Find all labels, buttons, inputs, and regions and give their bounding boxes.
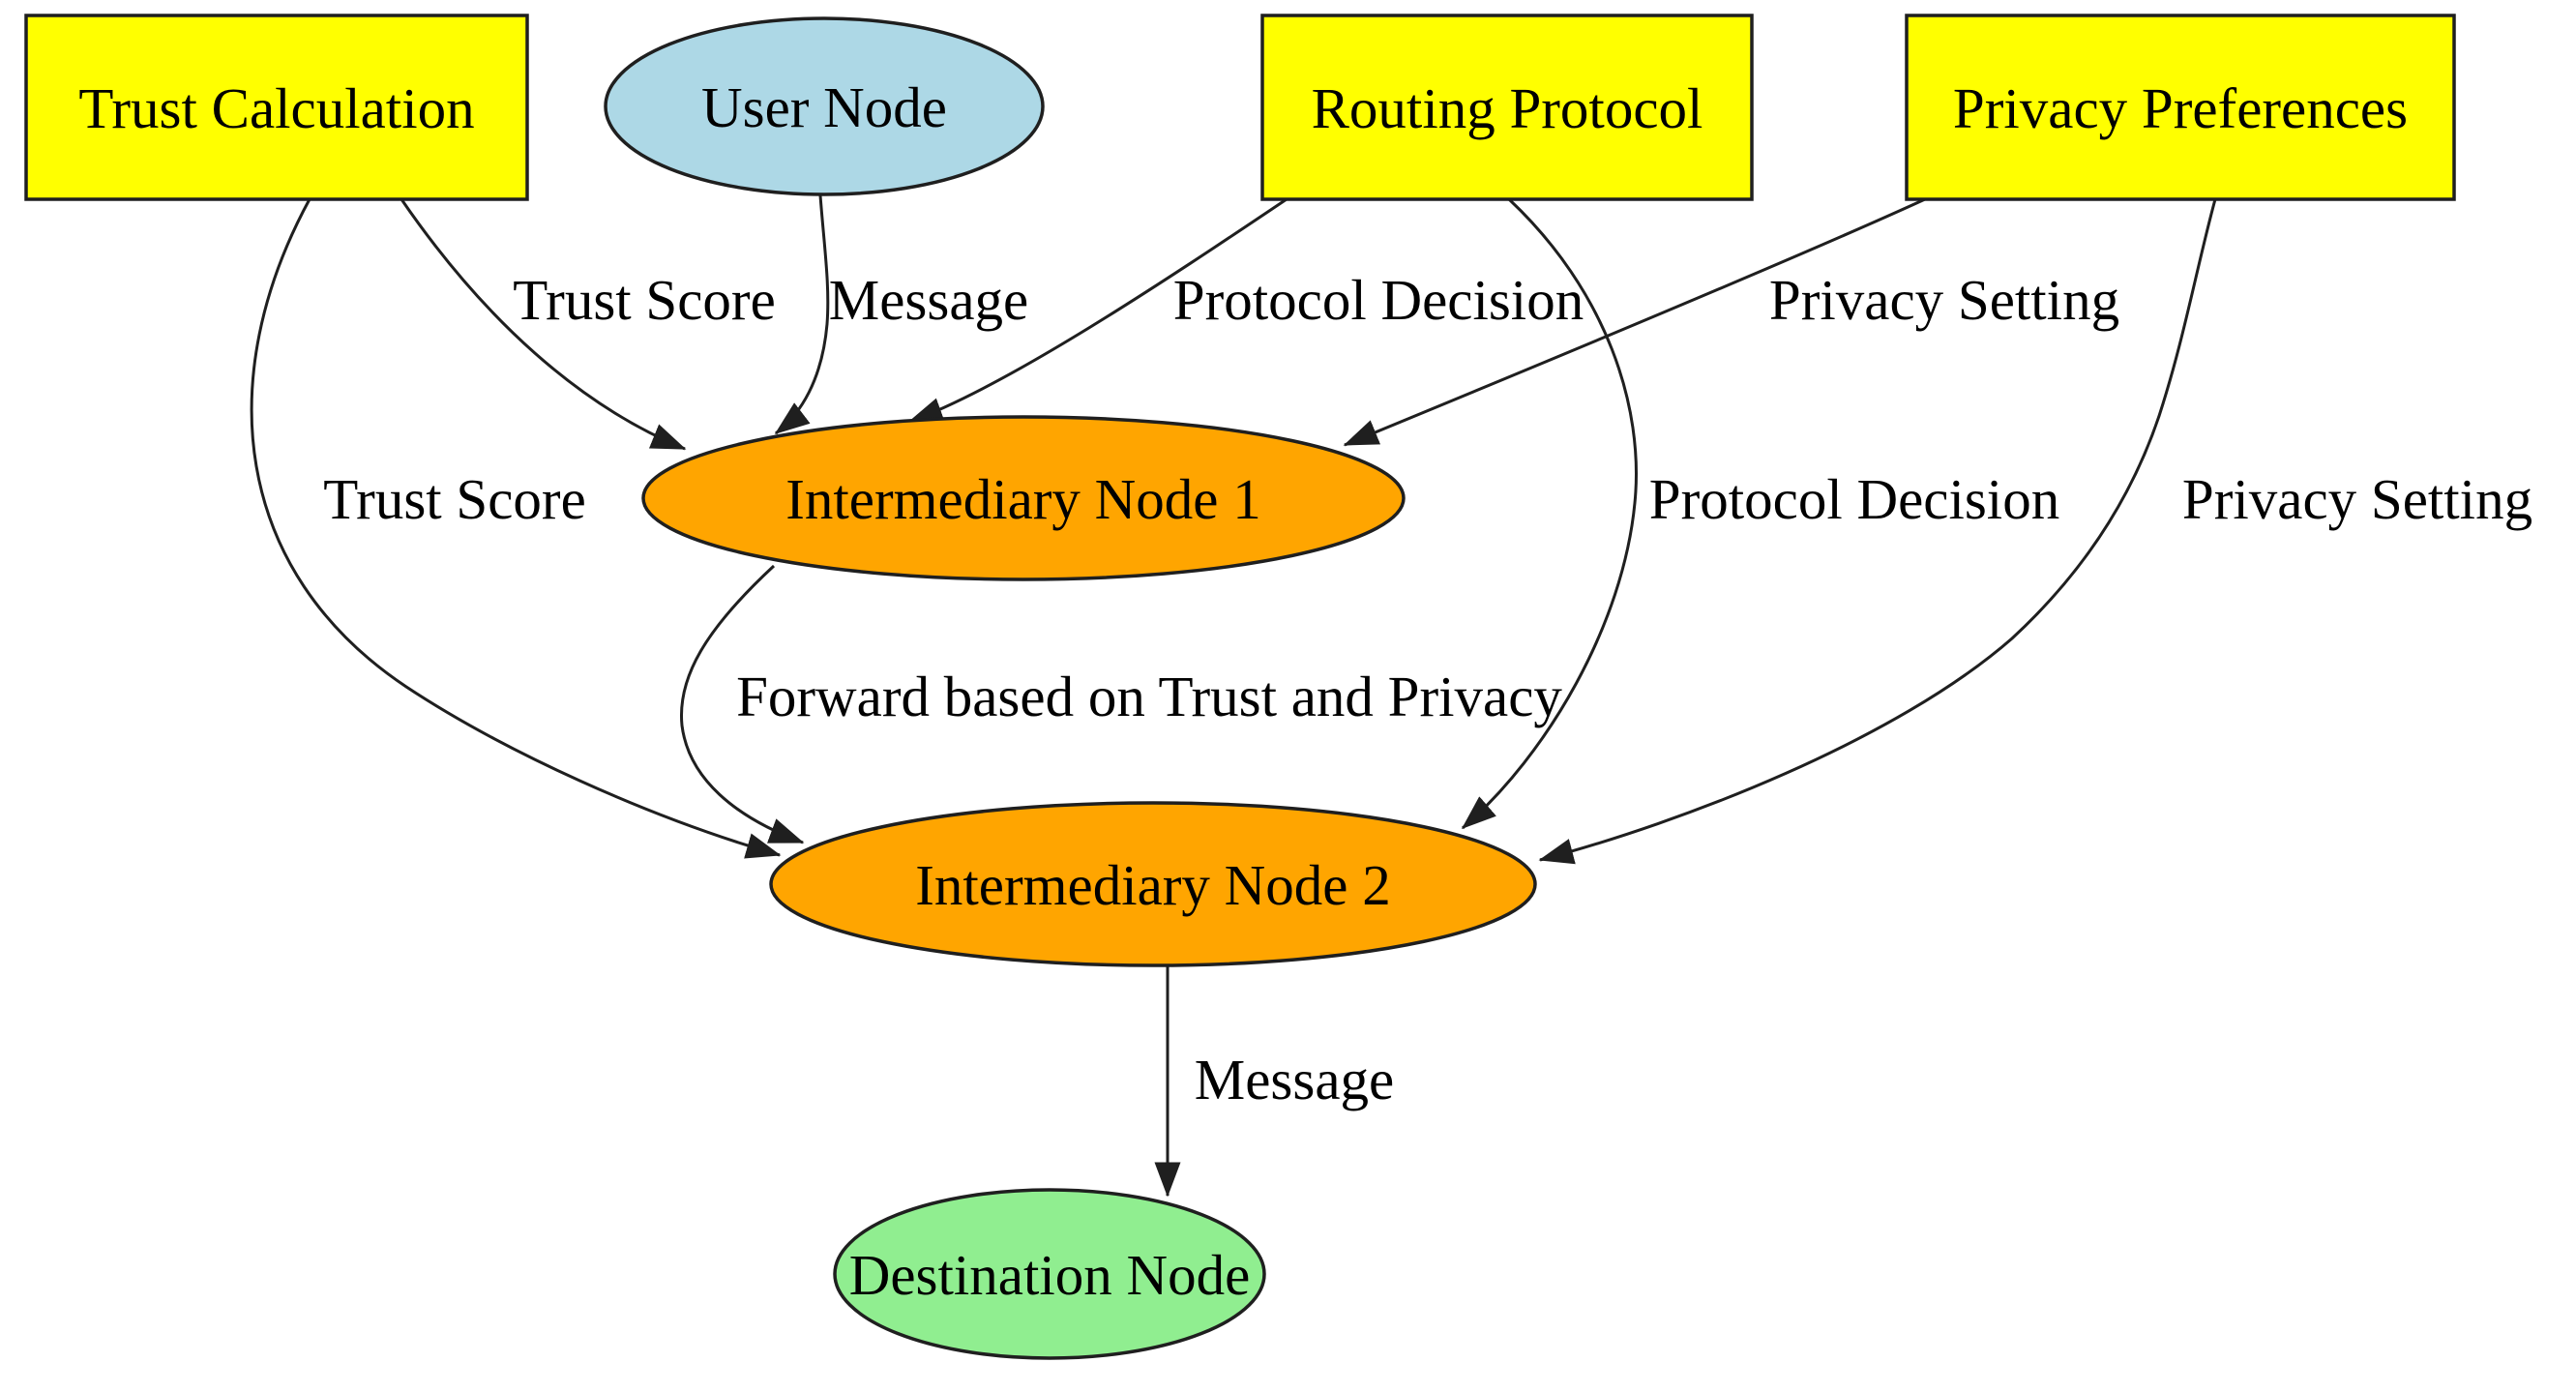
privacy-preferences-box <box>1905 14 2456 201</box>
destination-node-ellipse <box>833 1188 1266 1360</box>
routing-protocol-box <box>1260 14 1754 201</box>
intermediary-node-2-ellipse <box>769 801 1537 967</box>
edge-label-message-1: Message <box>829 268 1028 332</box>
edge-label-protocol-decision-2: Protocol Decision <box>1649 467 2059 531</box>
edge-label-protocol-decision-1: Protocol Decision <box>1173 268 1584 332</box>
edge-node1-to-node2 <box>679 564 805 844</box>
privacy-preferences-label: Privacy Preferences <box>1953 76 2408 140</box>
trust-calculation-box <box>24 14 529 201</box>
edge-routing-to-node1 <box>907 197 1288 424</box>
edge-privacy-to-node1 <box>1343 197 1926 447</box>
edges <box>250 194 2217 1198</box>
intermediary-node-1-label: Intermediary Node 1 <box>785 467 1260 531</box>
edge-trustcalc-to-node1 <box>400 198 687 451</box>
node-user: User Node <box>604 16 1045 196</box>
user-node-label: User Node <box>701 75 947 139</box>
node-privacy-preferences: Privacy Preferences <box>1905 14 2456 201</box>
routing-protocol-label: Routing Protocol <box>1312 76 1703 140</box>
edge-user-to-node1 <box>774 194 830 435</box>
trust-calculation-label: Trust Calculation <box>78 76 474 140</box>
node-trust-calculation: Trust Calculation <box>24 14 529 201</box>
edge-labels: Trust Score Message Protocol Decision Pr… <box>323 268 2532 1111</box>
edge-privacy-to-node2 <box>1538 198 2217 865</box>
user-node-ellipse <box>604 16 1045 196</box>
edge-label-trust-score-2: Trust Score <box>323 467 586 531</box>
edge-label-trust-score-1: Trust Score <box>513 268 776 332</box>
edge-label-forward-trust-privacy: Forward based on Trust and Privacy <box>736 665 1562 728</box>
intermediary-node-2-label: Intermediary Node 2 <box>915 853 1390 917</box>
nodes: Trust Calculation User Node Routing Prot… <box>24 14 2456 1360</box>
edge-routing-to-node2 <box>1461 197 1638 830</box>
node-intermediary-2: Intermediary Node 2 <box>769 801 1537 967</box>
destination-node-label: Destination Node <box>849 1243 1251 1307</box>
intermediary-node-1-ellipse <box>641 415 1406 581</box>
edge-trustcalc-to-node2 <box>250 198 782 859</box>
node-intermediary-1: Intermediary Node 1 <box>641 415 1406 581</box>
node-destination: Destination Node <box>833 1188 1266 1360</box>
edge-label-message-2: Message <box>1195 1048 1394 1111</box>
edge-label-privacy-setting-2: Privacy Setting <box>2182 467 2532 531</box>
node-routing-protocol: Routing Protocol <box>1260 14 1754 201</box>
edge-label-privacy-setting-1: Privacy Setting <box>1769 268 2119 332</box>
